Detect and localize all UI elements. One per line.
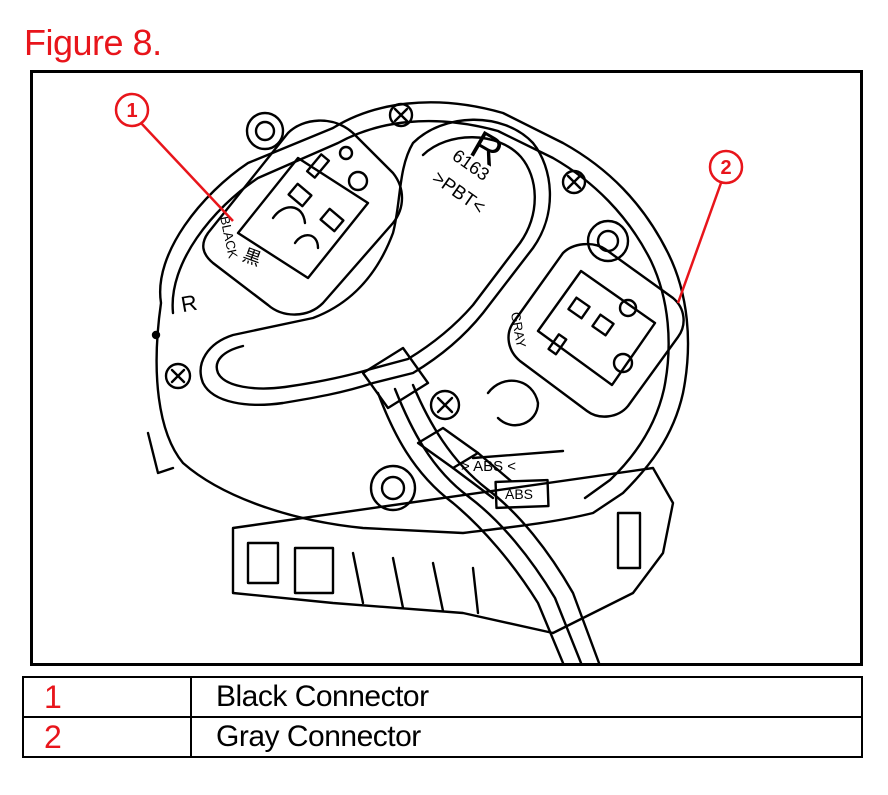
- lower-mount-boss: [369, 464, 417, 512]
- left-tab: [146, 431, 175, 475]
- black-connector-body: [202, 119, 404, 316]
- figure-title: Figure 8.: [24, 22, 162, 63]
- legend-number: 1: [22, 676, 192, 718]
- black-tag-mark: BLACK: [217, 215, 241, 260]
- gray-tag-mark: GRAY: [508, 311, 529, 349]
- rotor-detent: [486, 379, 540, 427]
- callout-1-circle: [114, 92, 150, 128]
- bracket-slot-1: [246, 541, 280, 585]
- legend-number: 2: [22, 716, 192, 758]
- legend-row: 1 Black Connector: [22, 676, 863, 718]
- figure-frame: R 6163 >PBT< BLACK 黒 GRAY R > ABS < ABS …: [30, 70, 863, 666]
- side-r-mark: R: [179, 290, 199, 317]
- legend-label: Black Connector: [190, 676, 863, 718]
- abs-arrow-mark: > ABS <: [461, 458, 516, 475]
- black-connector-face: [236, 156, 370, 280]
- legend-label: Gray Connector: [190, 716, 863, 758]
- callout-2-number: 2: [720, 157, 731, 179]
- legend-row: 2 Gray Connector: [22, 716, 863, 758]
- black-kanji-mark: 黒: [240, 245, 264, 270]
- legend-table: 1 Black Connector 2 Gray Connector: [22, 676, 863, 758]
- callout-2-leader: [676, 182, 723, 304]
- bracket-slot-2: [293, 546, 335, 595]
- screw-center: [429, 389, 461, 421]
- center-cover-inner: [215, 136, 536, 390]
- callout-1-leader: [140, 122, 234, 222]
- screw-right: [561, 169, 587, 195]
- connector-diagram: R 6163 >PBT< BLACK 黒 GRAY R > ABS < ABS …: [114, 92, 744, 663]
- bracket-slot-3: [616, 511, 642, 570]
- housing-inner-rim: [171, 119, 670, 500]
- bracket-ribs: [351, 551, 480, 615]
- screw-top: [388, 102, 414, 128]
- main-housing: [155, 101, 690, 535]
- callout-1-number: 1: [126, 100, 137, 122]
- abs-box-mark: ABS: [505, 486, 533, 502]
- callout-2-circle: [708, 149, 744, 185]
- wire-harness: [376, 391, 565, 663]
- gray-connector-face: [536, 269, 657, 387]
- screw-left: [164, 362, 192, 390]
- cable-clip: [361, 346, 430, 410]
- abs-plate: [494, 478, 550, 510]
- center-cover: [199, 118, 552, 406]
- top-mount-boss: [245, 111, 285, 151]
- right-mount-boss: [586, 219, 630, 263]
- gray-connector-body: [507, 242, 685, 418]
- lower-bracket: [231, 466, 675, 635]
